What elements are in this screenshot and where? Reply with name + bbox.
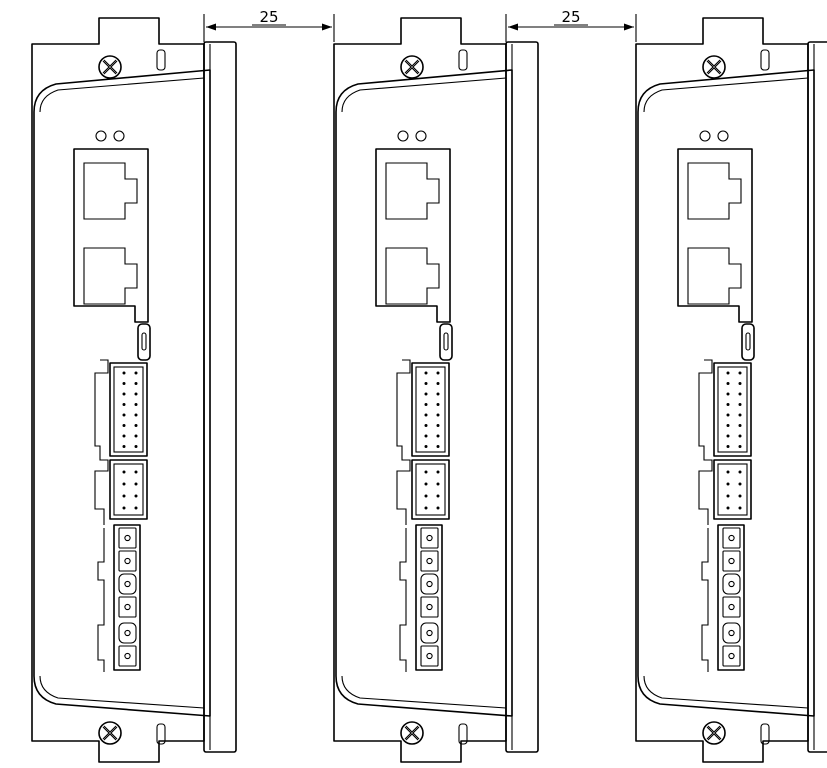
dimension-2-value: 25 [561,8,580,26]
dimension-2: 25 [505,8,637,42]
servo-drive-unit-1 [31,17,237,763]
servo-drive-unit-2 [333,17,539,763]
dimension-1: 25 [203,8,335,42]
servo-drive-unit-3 [635,17,827,763]
dimension-1-value: 25 [259,8,278,26]
